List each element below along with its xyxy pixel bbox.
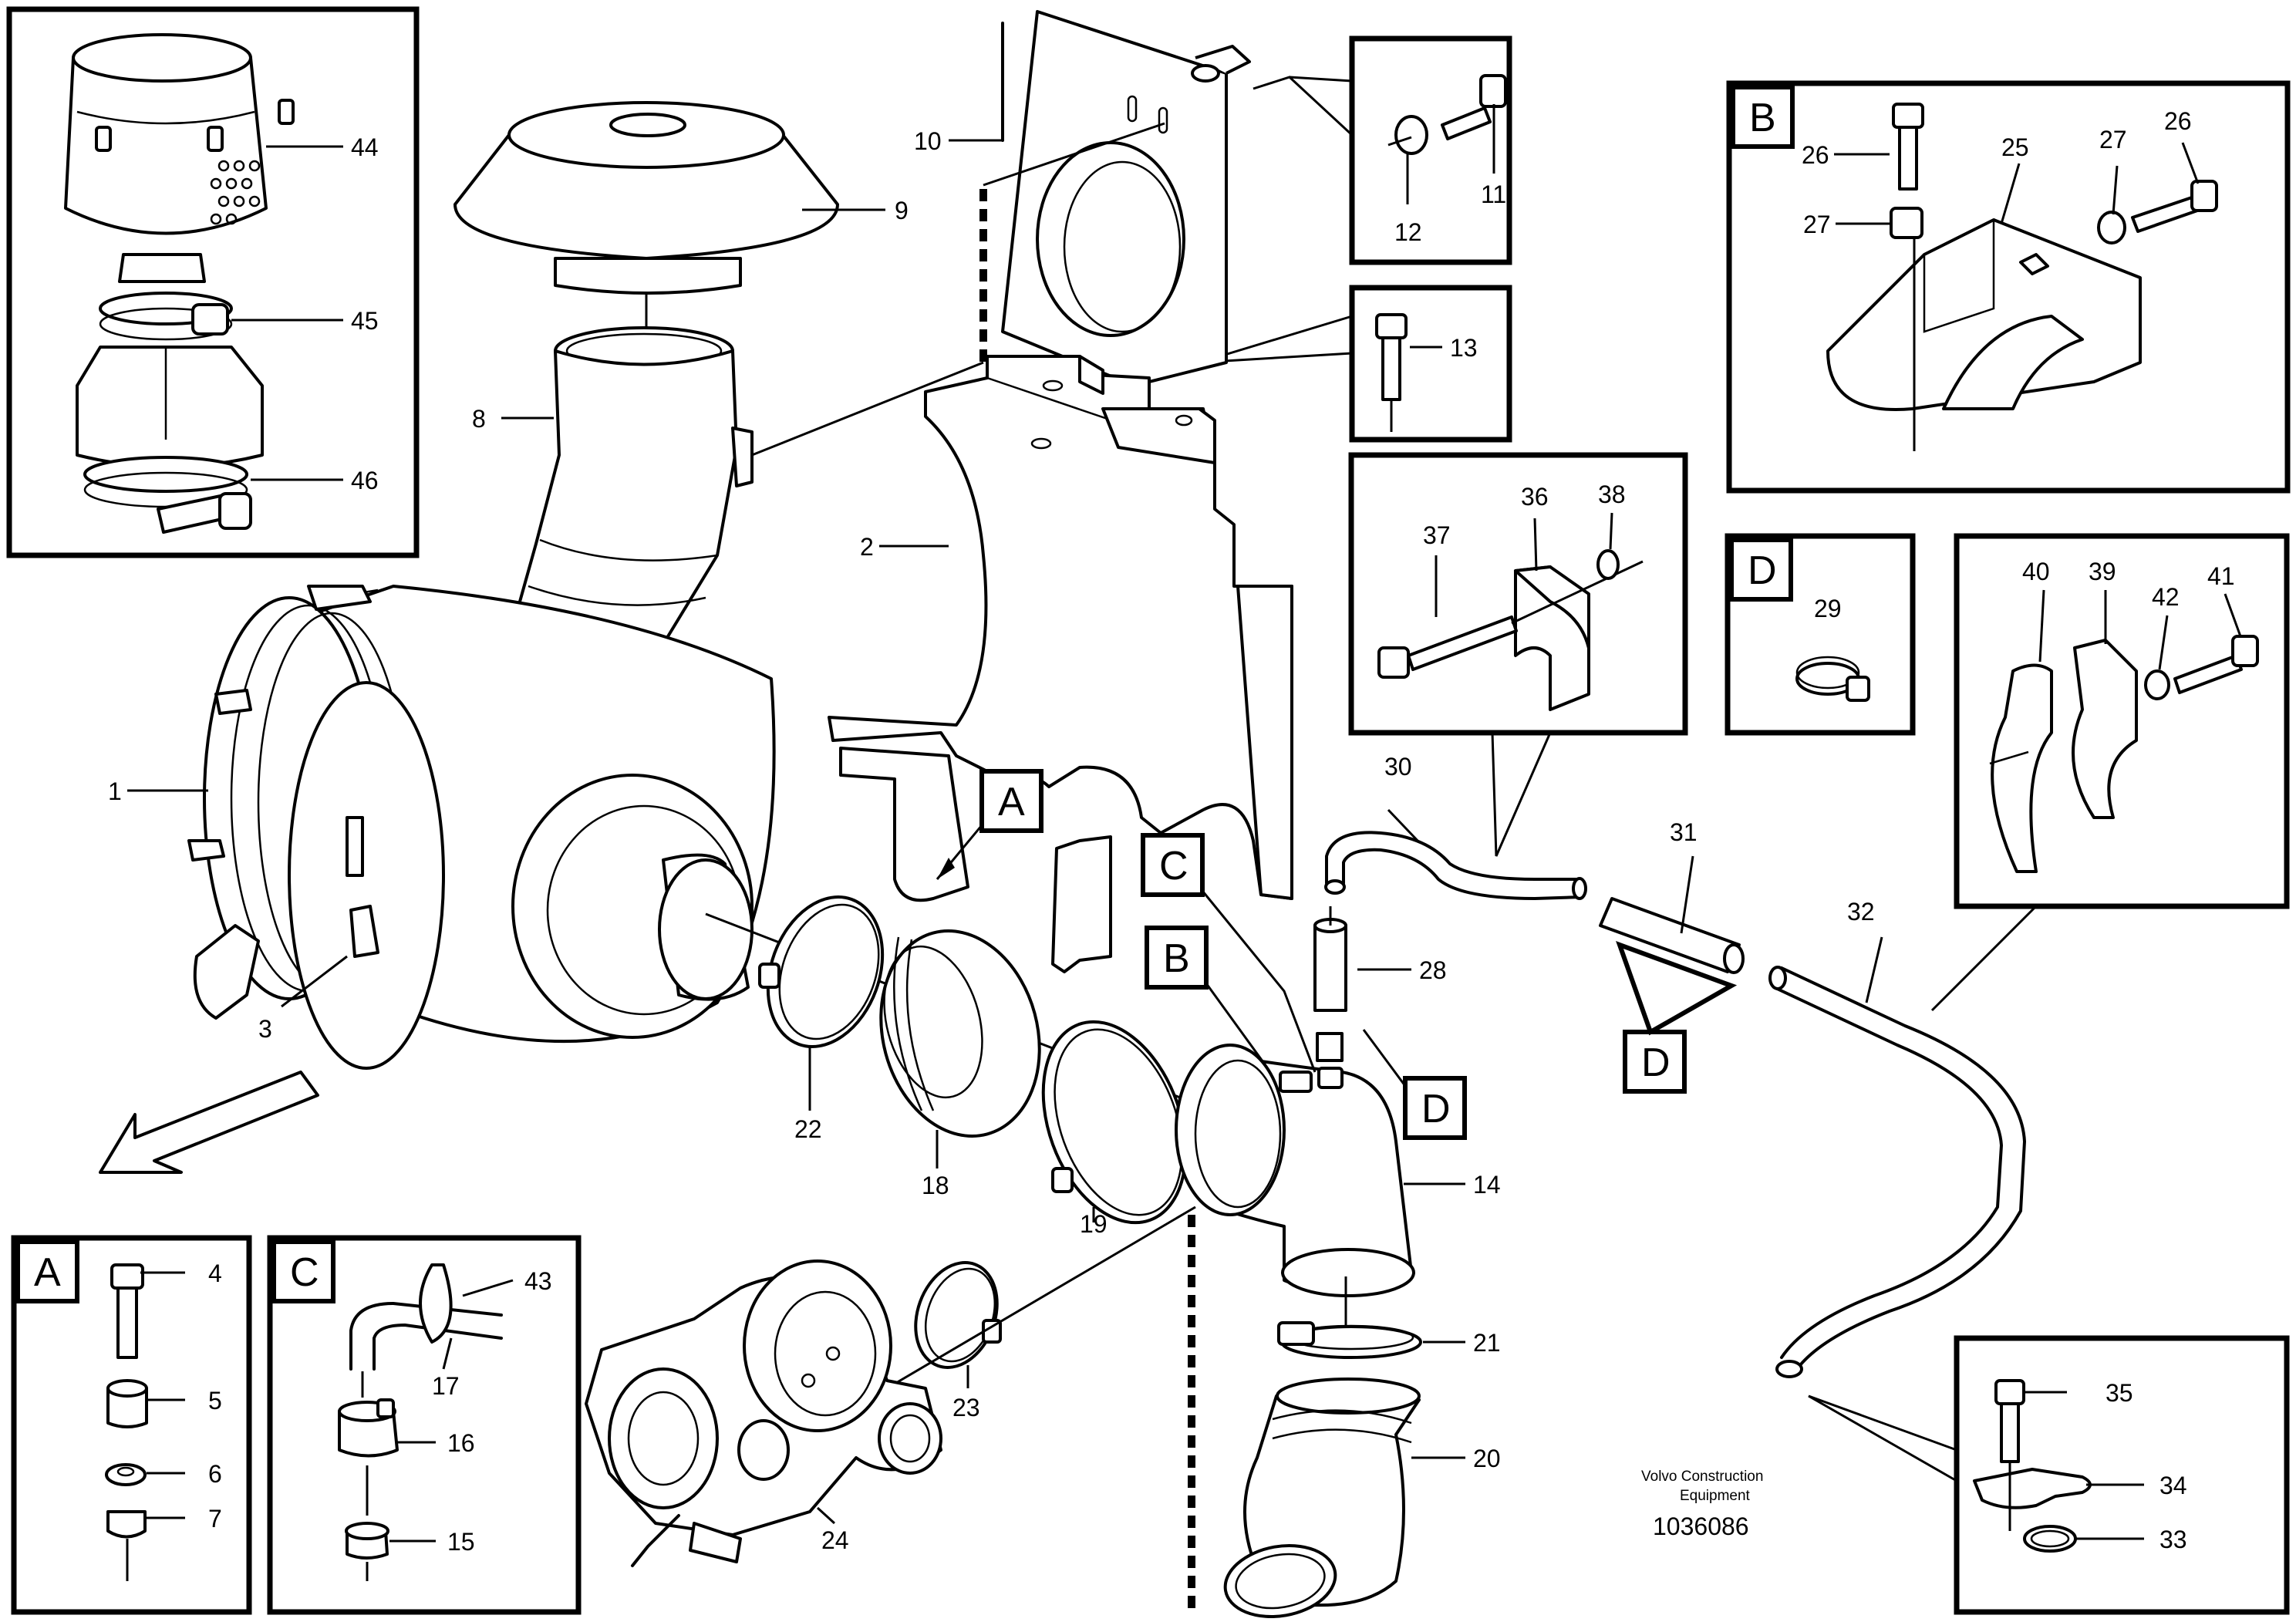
part-label-43: 43 (524, 1267, 552, 1295)
detail-b-box: B 26 27 25 27 26 (1726, 80, 2291, 494)
hose-clamp-22: 22 (758, 895, 885, 1143)
part-label-30: 30 (1384, 753, 1412, 781)
detail-a-box: A 4 5 6 7 (11, 1235, 252, 1615)
ref-tag-b: B (1145, 926, 1266, 1065)
part-label-14: 14 (1473, 1171, 1501, 1199)
credit-line-1: Volvo Construction (1641, 1469, 1763, 1485)
part-label-9: 9 (895, 197, 909, 224)
part-label-3: 3 (258, 1015, 272, 1043)
part-label-4: 4 (208, 1259, 222, 1287)
part-label-40: 40 (2022, 558, 2050, 585)
part-label-21: 21 (1473, 1329, 1501, 1357)
bolt-spacer-callout: 11 12 (1253, 35, 1512, 265)
part-label-22: 22 (794, 1115, 822, 1143)
part-label-26c: 26 (2164, 107, 2192, 135)
part-label-31: 31 (1670, 818, 1698, 846)
part-label-38: 38 (1598, 481, 1626, 508)
part-label-28: 28 (1419, 956, 1447, 984)
part-label-1: 1 (108, 777, 122, 805)
ref-tag-d-hose-letter: D (1641, 1040, 1671, 1085)
part-label-32: 32 (1847, 898, 1875, 926)
part-label-8: 8 (472, 405, 486, 433)
part-label-13: 13 (1450, 334, 1478, 362)
detail-tag-c: C (290, 1250, 319, 1295)
part-label-20: 20 (1473, 1445, 1501, 1472)
part-label-33: 33 (2159, 1526, 2187, 1553)
turbocharger: 23 24 (585, 1206, 1196, 1567)
filter-bracket: 10 (914, 10, 1251, 387)
part-label-6: 6 (208, 1460, 222, 1488)
rain-cap: 9 (453, 101, 909, 382)
air-filter-housing: 1 3 (108, 585, 1235, 1120)
part-label-24: 24 (821, 1526, 849, 1554)
ref-tag-a-letter: A (998, 780, 1025, 824)
ref-tag-c-letter: C (1159, 844, 1188, 889)
rubber-bellows: 18 (879, 929, 1041, 1199)
part-label-34: 34 (2159, 1472, 2187, 1499)
hose-clamp-19: 19 (1041, 1020, 1188, 1238)
hose-bracket-box: 35 34 33 (1808, 1335, 2290, 1615)
ref-tag-d-vent-letter: D (1421, 1087, 1451, 1131)
precleaner-inset: 44 45 46 (6, 6, 420, 558)
drawing-number: 1036086 (1653, 1512, 1749, 1540)
part-label-5: 5 (208, 1387, 222, 1415)
part-label-42: 42 (2152, 583, 2180, 611)
part-label-27b: 27 (1803, 211, 1831, 238)
part-label-45: 45 (351, 307, 379, 335)
detail-tag-b: B (1749, 96, 1776, 140)
part-label-7: 7 (208, 1505, 222, 1533)
part-label-10: 10 (914, 127, 942, 155)
part-label-44: 44 (351, 133, 379, 161)
vent-holes (210, 160, 261, 225)
rubber-elbow: 20 (1223, 1378, 1501, 1619)
forward-direction-arrow (99, 1071, 319, 1174)
part-label-12: 12 (1394, 218, 1422, 246)
elbow-pipe: 14 (1175, 1044, 1501, 1357)
bolt-callout: 13 (1199, 285, 1512, 443)
ref-tag-b-letter: B (1163, 936, 1190, 981)
hose-clamp-21: 21 (1277, 1321, 1501, 1359)
part-label-36: 36 (1521, 483, 1549, 511)
part-label-15: 15 (447, 1528, 475, 1556)
inlet-pipe: 8 (472, 326, 754, 646)
credit-line-2: Equipment (1680, 1488, 1751, 1504)
detail-c-box: C 43 17 16 15 (267, 1235, 582, 1615)
part-label-11: 11 (1481, 180, 1506, 208)
part-label-29: 29 (1814, 595, 1842, 622)
detail-d-box: D 29 (1725, 533, 1916, 736)
ref-tag-d-vent: D (1362, 1029, 1467, 1140)
part-label-37: 37 (1423, 521, 1451, 549)
part-label-23: 23 (952, 1394, 980, 1421)
part-label-35: 35 (2106, 1379, 2133, 1407)
part-label-17: 17 (432, 1372, 460, 1400)
part-label-46: 46 (351, 467, 379, 494)
part-label-41: 41 (2207, 562, 2235, 590)
part-label-19: 19 (1080, 1210, 1108, 1238)
mounting-plate: 2 (828, 355, 1293, 973)
part-label-16: 16 (447, 1429, 475, 1457)
detail-tag-d: D (1748, 548, 1777, 593)
detail-tag-a: A (34, 1250, 61, 1295)
part-label-2: 2 (860, 533, 874, 561)
part-label-18: 18 (922, 1172, 949, 1199)
ref-tag-d-hose: D (1616, 940, 1738, 1094)
crankcase-vent-system: 28 30 31 32 (1313, 753, 2026, 1378)
part-label-27c: 27 (2099, 126, 2127, 153)
clamp-detail-box: 37 36 38 (1348, 452, 1688, 857)
ref-tag-c: C (1141, 833, 1317, 1073)
ref-tag-a: A (936, 769, 1043, 880)
bracket-detail-box: 40 39 42 41 (1930, 533, 2290, 1012)
part-label-39: 39 (2089, 558, 2116, 585)
part-label-26b: 26 (1802, 141, 1829, 169)
part-label-25: 25 (2001, 133, 2029, 161)
